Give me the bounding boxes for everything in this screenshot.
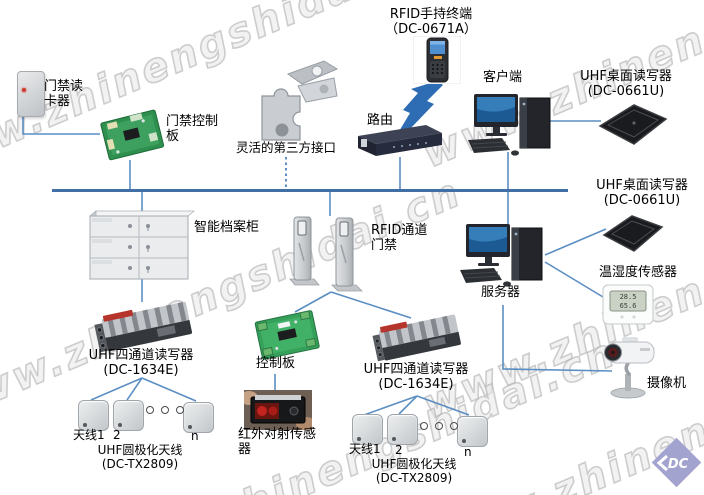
temp-humidity-sensor-image: 28.5 65.6 bbox=[602, 284, 654, 325]
antenna-image bbox=[352, 414, 383, 445]
router-label: 路由 bbox=[367, 113, 394, 128]
uhf-4ch-reader1-label: UHF四通道读写器 (DC-1634E) bbox=[88, 348, 194, 379]
uhf-desktop-reader1-label: UHF桌面读写器 (DC-0661U) bbox=[580, 69, 672, 100]
client-computer-image bbox=[468, 94, 551, 156]
uhf-4ch-reader1-image bbox=[94, 301, 193, 353]
lcd-humidity-value: 65.6 bbox=[620, 302, 637, 310]
camera-label: 摄像机 bbox=[647, 376, 687, 391]
antenna2-label: 2 bbox=[113, 428, 121, 442]
infrared-sensor-label: 红外对射传感 器 bbox=[238, 427, 317, 458]
handheld-terminal-label: RFID手持终端 （DC-0671A） bbox=[385, 7, 477, 38]
antenna-image bbox=[387, 414, 418, 445]
antenna-group2-caption: UHF圆极化天线 (DC-TX2809) bbox=[371, 457, 457, 486]
dc-logo-text: DC bbox=[668, 457, 689, 472]
uhf-desktop-reader1-image bbox=[598, 104, 668, 145]
control-board-label: 控制板 bbox=[256, 356, 296, 371]
antenna1-label: 天线1 bbox=[73, 428, 105, 442]
antenna-image bbox=[183, 402, 214, 433]
antenna-image bbox=[78, 400, 109, 431]
antenna-ellipsis-dots bbox=[420, 422, 458, 430]
smart-cabinet-image bbox=[88, 210, 196, 280]
antenna2-label: 2 bbox=[395, 443, 403, 457]
door-control-board-image bbox=[100, 109, 165, 161]
uhf-desktop-reader2-label: UHF桌面读写器 (DC-0661U) bbox=[596, 178, 688, 209]
control-board-image bbox=[254, 310, 320, 360]
handheld-terminal-image bbox=[413, 36, 461, 84]
door-reader-image bbox=[17, 71, 45, 117]
puzzle-pieces-icon bbox=[261, 60, 338, 141]
client-label: 客户端 bbox=[483, 70, 523, 85]
antenna-n-label: n bbox=[464, 445, 472, 459]
third-party-interface-label: 灵活的第三方接口 bbox=[236, 140, 337, 155]
antenna-group1-caption: UHF圆极化天线 (DC-TX2809) bbox=[97, 443, 183, 472]
server-computer-image bbox=[460, 224, 543, 287]
uhf-4ch-reader2-image bbox=[372, 314, 461, 362]
router-image bbox=[358, 125, 442, 156]
door-reader-label: 门禁读 卡器 bbox=[44, 79, 84, 110]
infrared-sensor-image bbox=[244, 390, 312, 430]
temp-humidity-sensor-label: 温湿度传感器 bbox=[599, 265, 678, 280]
antenna-image bbox=[457, 416, 488, 447]
dc-logo: DC bbox=[651, 437, 702, 488]
antenna1-label: 天线1 bbox=[349, 442, 381, 456]
antenna-n-label: n bbox=[191, 429, 199, 443]
rfid-gates-image bbox=[289, 216, 363, 292]
server-label: 服务器 bbox=[481, 285, 521, 300]
door-control-board-label: 门禁控制 板 bbox=[166, 114, 219, 145]
smart-cabinet-label: 智能档案柜 bbox=[194, 220, 260, 235]
uhf-desktop-reader2-image bbox=[602, 215, 664, 252]
lightning-bolt-icon bbox=[398, 81, 443, 133]
uhf-4ch-reader2-label: UHF四通道读写器 (DC-1634E) bbox=[363, 362, 469, 393]
antenna-image bbox=[113, 400, 144, 431]
antenna-ellipsis-dots bbox=[146, 406, 184, 414]
lcd-temp-value: 28.5 bbox=[620, 293, 637, 301]
camera-image bbox=[604, 337, 655, 399]
rfid-gates-label: RFID通道 门禁 bbox=[371, 223, 428, 254]
